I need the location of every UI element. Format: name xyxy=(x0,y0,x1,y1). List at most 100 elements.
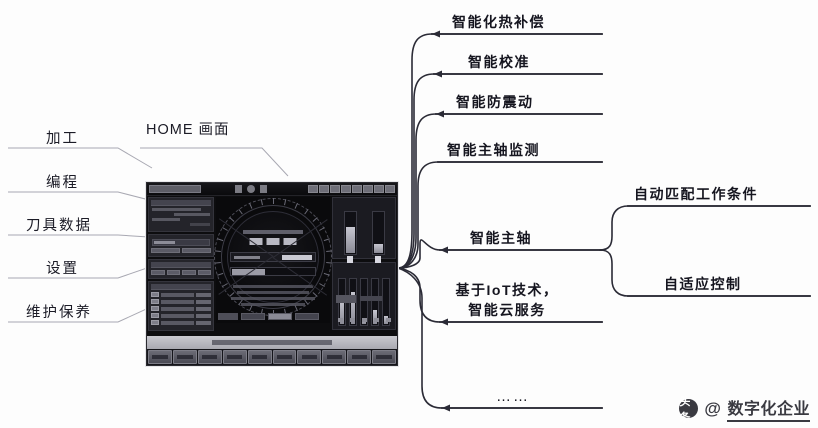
tool-list-row[interactable] xyxy=(151,306,211,311)
gauge-bar[interactable] xyxy=(371,278,380,326)
watermark-account-name: 数字化企业 xyxy=(727,395,810,422)
cnc-title-chip xyxy=(149,185,201,193)
cnc-top-icon-group xyxy=(235,185,267,193)
center-tab[interactable] xyxy=(295,313,319,320)
row-value xyxy=(196,299,211,304)
dial-input-field[interactable] xyxy=(230,267,316,277)
iot-cloud-line-2: 智能云服务 xyxy=(468,302,546,319)
row-value xyxy=(196,306,211,311)
cnc-indicator xyxy=(363,185,373,193)
cnc-top-bar xyxy=(147,183,397,196)
panel-header xyxy=(151,284,211,290)
row-name xyxy=(161,306,194,311)
gauge-panel-top[interactable] xyxy=(332,197,396,263)
row-name xyxy=(161,313,194,318)
row-badge xyxy=(151,292,159,297)
tool-list-row[interactable] xyxy=(151,313,211,318)
tool-list xyxy=(151,292,211,325)
softkey[interactable] xyxy=(272,350,297,364)
panel-chip-row xyxy=(151,270,211,275)
softkey[interactable] xyxy=(172,350,197,364)
cnc-icon-a[interactable] xyxy=(235,185,242,193)
cnc-status-text xyxy=(212,340,332,345)
watermark-at-symbol: @ xyxy=(704,398,722,418)
spindle-dial[interactable] xyxy=(214,198,333,317)
gauge-axis-labels xyxy=(335,318,393,322)
left-feature-label-maintenance: 维护保养 xyxy=(26,305,92,321)
row-badge xyxy=(151,320,159,325)
cnc-override-panel[interactable] xyxy=(148,259,214,279)
panel-chip[interactable] xyxy=(182,270,196,275)
cnc-home-screen[interactable] xyxy=(146,182,398,366)
center-tab[interactable] xyxy=(241,313,265,320)
softkey[interactable] xyxy=(222,350,247,364)
gauge-bar-group xyxy=(336,201,392,263)
left-feature-label-settings: 设置 xyxy=(46,261,79,277)
row-badge xyxy=(151,313,159,318)
panel-chip[interactable] xyxy=(182,248,211,253)
softkey[interactable] xyxy=(297,350,322,364)
dial-title-bar xyxy=(243,230,303,235)
softkey[interactable] xyxy=(372,350,397,364)
row-value xyxy=(196,320,211,325)
left-feature-label-tool-data: 刀具数据 xyxy=(26,218,92,234)
panel-text-line xyxy=(189,223,210,226)
panel-header xyxy=(151,262,211,268)
right-feature-label-vibration-damping: 智能防震动 xyxy=(456,94,534,110)
cnc-center-area xyxy=(214,197,333,323)
cnc-indicator xyxy=(352,185,362,193)
tool-list-row[interactable] xyxy=(151,292,211,297)
panel-gauge xyxy=(152,239,210,246)
cnc-center-footer xyxy=(218,312,328,321)
waveform-icon xyxy=(218,313,238,320)
softkey[interactable] xyxy=(322,350,347,364)
row-name xyxy=(161,292,194,297)
softkey[interactable] xyxy=(347,350,372,364)
dial-big-readout xyxy=(249,238,297,246)
row-name xyxy=(161,320,194,325)
footer-tag xyxy=(360,296,382,301)
sub-feature-label-adaptive-control: 自适应控制 xyxy=(664,276,742,292)
panel-text-line xyxy=(174,213,210,216)
cnc-mode-panel[interactable] xyxy=(148,234,214,257)
watermark-logo: 头条 xyxy=(679,396,699,424)
left-feature-label-programming: 编程 xyxy=(46,175,79,191)
waveform-icon xyxy=(336,294,356,303)
softkey[interactable] xyxy=(197,350,222,364)
tool-list-row[interactable] xyxy=(151,299,211,304)
cnc-right-footer xyxy=(332,293,396,304)
cnc-left-panel-stack xyxy=(148,197,214,331)
panel-chip[interactable] xyxy=(197,270,211,275)
row-value xyxy=(196,292,211,297)
gauge-bar[interactable] xyxy=(371,211,385,263)
cnc-right-gauges xyxy=(332,197,396,330)
cnc-indicator xyxy=(330,185,340,193)
left-feature-label-machining: 加工 xyxy=(46,131,79,147)
gauge-knob[interactable] xyxy=(347,256,353,263)
cnc-status-bar xyxy=(147,336,397,349)
cnc-softkey-bar xyxy=(147,349,397,365)
panel-chip[interactable] xyxy=(151,248,180,253)
panel-chip[interactable] xyxy=(166,270,180,275)
right-feature-label-more: …… xyxy=(496,388,530,405)
center-tab-active[interactable] xyxy=(268,313,292,320)
dial-info-lines xyxy=(227,282,319,309)
cnc-icon-b[interactable] xyxy=(247,185,255,193)
cnc-indicator xyxy=(374,185,384,193)
cnc-status-panel[interactable] xyxy=(148,197,214,232)
sub-feature-label-auto-match-conditions: 自动匹配工作条件 xyxy=(634,186,758,202)
gauge-bar[interactable] xyxy=(343,211,357,263)
panel-chip[interactable] xyxy=(151,270,165,275)
cnc-icon-c[interactable] xyxy=(260,185,267,193)
gauge-knob[interactable] xyxy=(375,256,381,263)
panel-header xyxy=(151,200,211,206)
tool-list-row[interactable] xyxy=(151,320,211,325)
panel-text-line xyxy=(152,218,180,221)
right-feature-label-smart-spindle: 智能主轴 xyxy=(470,230,532,246)
right-feature-label-spindle-monitoring: 智能主轴监测 xyxy=(447,142,540,158)
softkey[interactable] xyxy=(148,350,172,364)
cnc-tool-list-panel[interactable] xyxy=(148,281,214,331)
softkey[interactable] xyxy=(247,350,272,364)
cnc-indicator xyxy=(319,185,329,193)
